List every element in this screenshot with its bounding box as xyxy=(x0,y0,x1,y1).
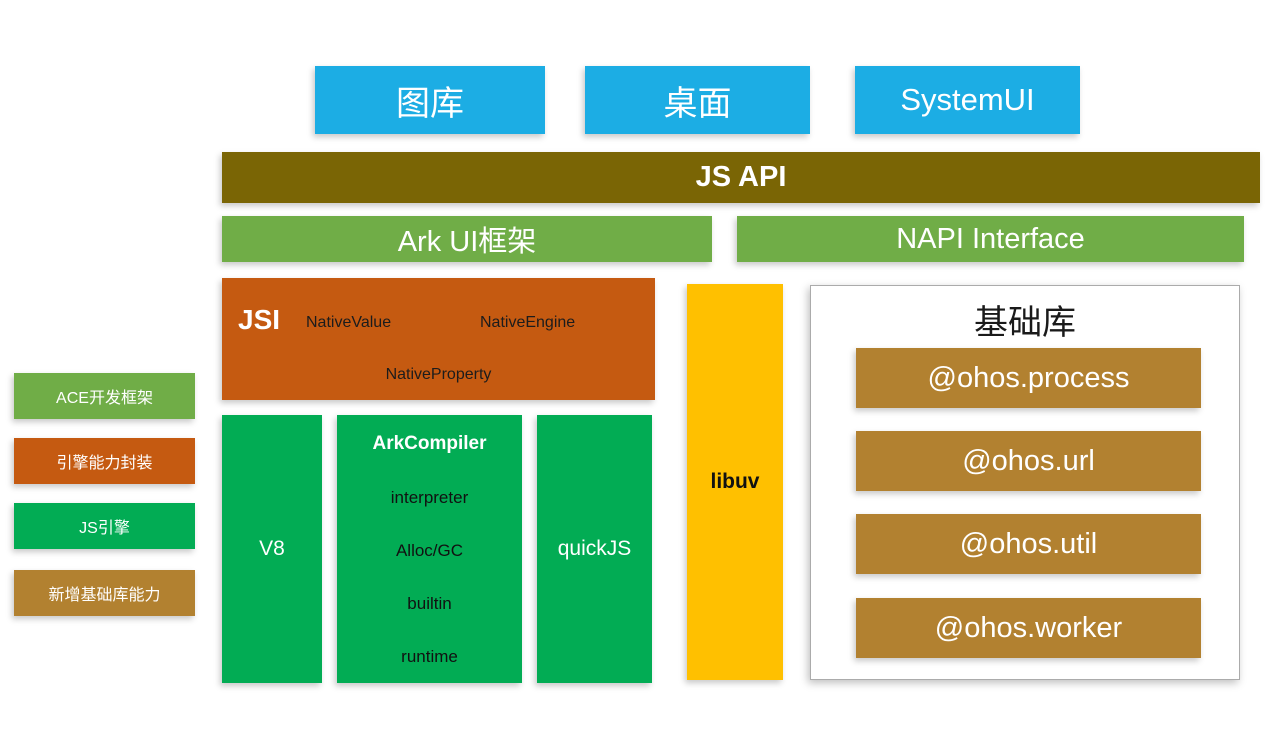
napi-interface-label: NAPI Interface xyxy=(896,222,1085,255)
legend-new-base-lib: 新增基础库能力 xyxy=(14,570,195,616)
legend-label-js-engine: JS引擎 xyxy=(79,520,130,537)
jsi-item-nativeengine: NativeEngine xyxy=(480,314,576,331)
app-label-gallery: 图库 xyxy=(396,84,464,123)
legend-js-engine: JS引擎 xyxy=(14,503,195,549)
base-library-box: 基础库 @ohos.process @ohos.url @ohos.util @… xyxy=(810,285,1240,680)
js-api-bar: JS API xyxy=(222,152,1260,203)
app-box-gallery: 图库 xyxy=(315,66,545,134)
module-label-url: @ohos.url xyxy=(962,444,1095,477)
arkcompiler-title: ArkCompiler xyxy=(372,433,487,454)
legend-label-engine-wrapper: 引擎能力封装 xyxy=(56,455,153,472)
napi-interface-bar: NAPI Interface xyxy=(737,216,1244,262)
module-label-process: @ohos.process xyxy=(927,361,1130,394)
base-library-title: 基础库 xyxy=(974,305,1076,342)
arkcompiler-item-interpreter: interpreter xyxy=(390,488,469,507)
ark-ui-framework-bar: Ark UI框架 xyxy=(222,216,712,262)
v8-label: V8 xyxy=(259,537,285,560)
module-ohos-util: @ohos.util xyxy=(856,514,1201,574)
app-box-systemui: SystemUI xyxy=(855,66,1080,134)
jsi-item-nativeproperty: NativeProperty xyxy=(385,366,492,383)
module-ohos-worker: @ohos.worker xyxy=(856,598,1201,658)
app-box-desktop: 桌面 xyxy=(585,66,810,134)
app-label-systemui: SystemUI xyxy=(900,82,1035,117)
ark-ui-framework-label: Ark UI框架 xyxy=(397,226,537,258)
libuv-label: libuv xyxy=(710,470,760,493)
module-label-util: @ohos.util xyxy=(959,527,1098,560)
legend-label-ace-framework: ACE开发框架 xyxy=(56,390,153,407)
arkcompiler-item-runtime: runtime xyxy=(401,647,458,666)
arkcompiler-item-builtin: builtin xyxy=(407,594,452,613)
jsi-box: JSI NativeValue NativeEngine NativePrope… xyxy=(222,278,655,400)
module-ohos-url: @ohos.url xyxy=(856,431,1201,491)
app-label-desktop: 桌面 xyxy=(663,84,732,123)
quickjs-label: quickJS xyxy=(557,537,632,560)
module-label-worker: @ohos.worker xyxy=(934,611,1123,644)
jsi-title: JSI xyxy=(238,304,281,335)
arkcompiler-item-alloc-gc: Alloc/GC xyxy=(395,541,464,560)
jsi-item-nativevalue: NativeValue xyxy=(306,314,392,331)
js-api-label: JS API xyxy=(695,161,787,193)
arkcompiler-box: ArkCompiler interpreter Alloc/GC builtin… xyxy=(337,415,522,683)
quickjs-box: quickJS xyxy=(537,415,652,683)
module-ohos-process: @ohos.process xyxy=(856,348,1201,408)
legend-ace-framework: ACE开发框架 xyxy=(14,373,195,419)
legend-engine-wrapper: 引擎能力封装 xyxy=(14,438,195,484)
libuv-bar: libuv xyxy=(687,284,783,680)
v8-engine-box: V8 xyxy=(222,415,322,683)
legend-label-new-base-lib: 新增基础库能力 xyxy=(48,587,161,604)
